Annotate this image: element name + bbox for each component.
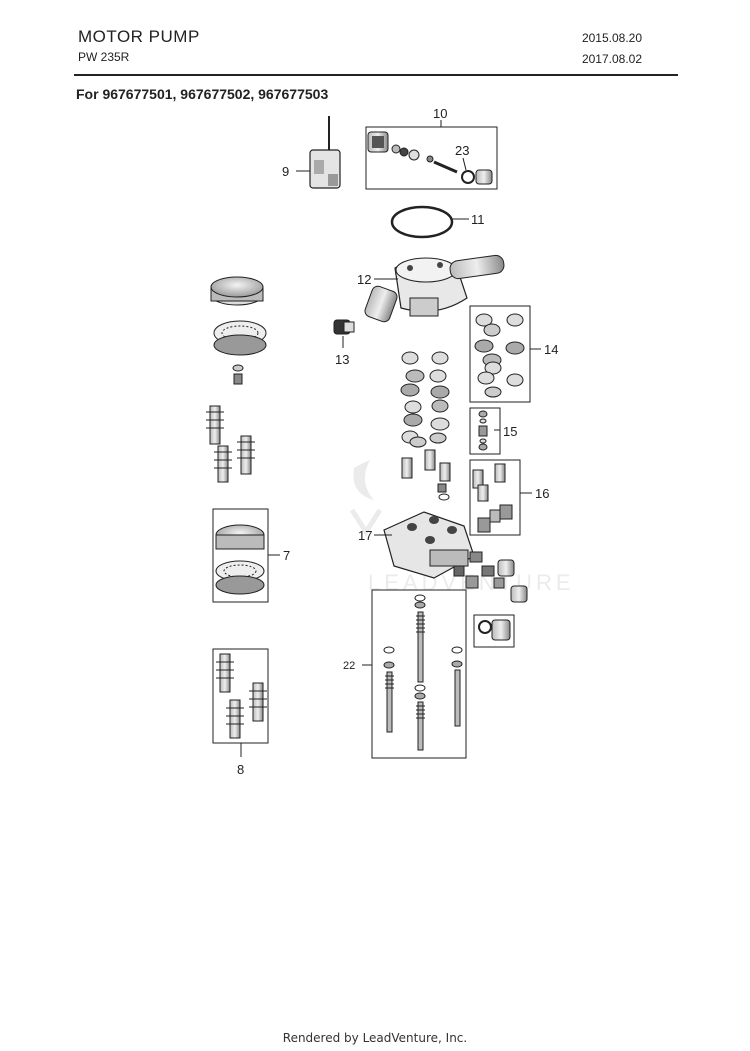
callout-14: 14	[544, 342, 558, 357]
kit-box-15	[469, 407, 501, 455]
date-created: 2015.08.20	[581, 31, 642, 45]
part-17-manifold[interactable]	[383, 511, 475, 579]
seal-set-loose[interactable]	[400, 351, 450, 448]
part-10-unloader-kit[interactable]	[367, 131, 458, 174]
kit-box-10	[365, 126, 498, 190]
part-11-o-ring[interactable]	[390, 205, 454, 239]
callout-11: 11	[471, 212, 485, 227]
valve-set-loose[interactable]	[401, 449, 451, 501]
callout-23: 23	[455, 143, 469, 158]
footer-credit: Rendered by LeadVenture, Inc.	[282, 1031, 468, 1045]
applies-to-models: For 967677501, 967677502, 967677503	[76, 86, 329, 102]
part-23-o-ring[interactable]	[461, 169, 493, 185]
fittings-loose[interactable]	[453, 551, 528, 603]
callout-10: 10	[433, 106, 447, 121]
piston-set[interactable]	[206, 405, 255, 483]
part-16-valve-kit[interactable]	[472, 463, 513, 533]
kit-box-22	[371, 589, 467, 759]
fitting-kit[interactable]	[478, 619, 511, 641]
model-number: PW 235R	[78, 50, 130, 64]
part-15-valve-parts[interactable]	[478, 410, 488, 451]
callout-15: 15	[503, 424, 517, 439]
part-9-unloader-switch[interactable]	[309, 116, 341, 189]
date-revised: 2017.08.02	[581, 52, 642, 66]
header-divider	[74, 74, 678, 76]
part-8-piston-kit[interactable]	[216, 653, 267, 739]
kit-box-14	[469, 305, 531, 403]
callout-12: 12	[357, 272, 371, 287]
part-12-pump-head[interactable]	[363, 254, 505, 323]
callout-22: 22	[343, 660, 355, 672]
part-7-swash-plate-kit[interactable]	[215, 524, 265, 595]
swash-plate-assembly[interactable]	[210, 276, 267, 385]
leader-23	[462, 157, 467, 171]
kit-box-fitting	[473, 614, 515, 648]
part-14-seal-kit[interactable]	[474, 313, 525, 398]
callout-16: 16	[535, 486, 549, 501]
callout-8: 8	[237, 762, 244, 777]
callout-7: 7	[283, 548, 290, 563]
part-22-bolt-set[interactable]	[383, 594, 463, 751]
callout-17: 17	[358, 528, 372, 543]
part-13-plug[interactable]	[333, 319, 355, 335]
kit-box-16	[469, 459, 521, 536]
callout-9: 9	[282, 164, 289, 179]
callout-13: 13	[335, 352, 349, 367]
page-title: MOTOR PUMP	[78, 27, 200, 46]
